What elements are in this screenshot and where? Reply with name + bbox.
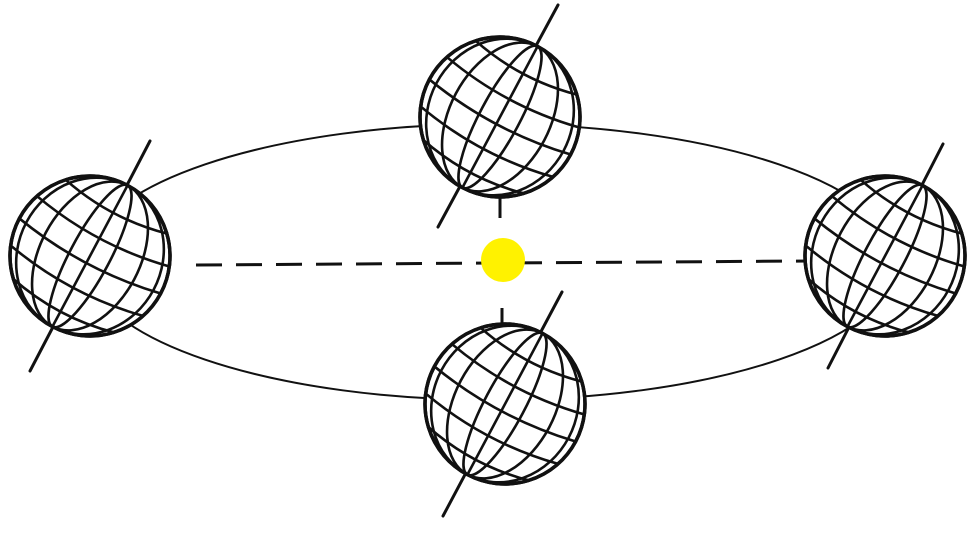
globe-left xyxy=(0,141,198,371)
globe-top xyxy=(392,5,608,227)
globe-right xyxy=(777,144,968,368)
globe-bottom xyxy=(397,292,613,516)
sun xyxy=(481,238,525,282)
